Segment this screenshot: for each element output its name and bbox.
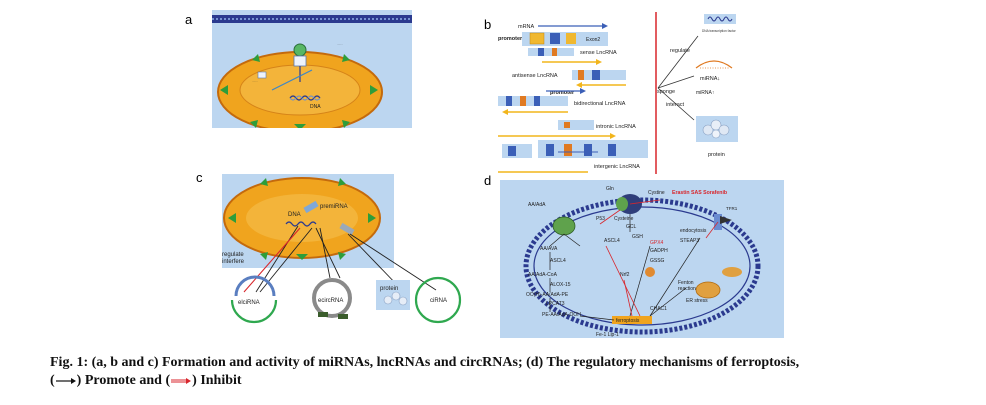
- endocytosis-label: endocytosis: [680, 228, 707, 234]
- er-stress-label: ER stress: [686, 298, 708, 304]
- marker: [296, 254, 308, 260]
- marker: [220, 85, 228, 95]
- sponge-arc: [695, 60, 733, 69]
- mrna-label: mRNA: [518, 24, 535, 30]
- aa-ada-label: AA/AdA: [528, 202, 546, 208]
- marker: [370, 85, 378, 95]
- cirna-ring: [414, 276, 462, 324]
- cysteine-label: Cysteine: [614, 216, 634, 222]
- pe-aa-label: PE-AA/AdA-OOH: [542, 312, 581, 318]
- cirna-label: ciRNA: [430, 298, 447, 304]
- regulate-label: regulate: [670, 48, 690, 54]
- gadph-label: GADPH: [650, 248, 668, 254]
- er-icon: [695, 281, 721, 299]
- ascl4-label: ASCL4: [550, 258, 566, 264]
- svg-text:.......: .......: [337, 42, 343, 46]
- nucleus: [246, 194, 358, 242]
- caption-line-1: Fig. 1: (a, b and c) Formation and activ…: [50, 355, 800, 370]
- inhibit-label: Inhibit: [200, 373, 242, 388]
- caption-line-2: () Promote and () Inhibit: [50, 373, 242, 388]
- cell-membrane: [523, 197, 761, 335]
- fer1-label: Fe-1 Lip-1: [596, 332, 619, 338]
- nrf2-label: Nrf2: [620, 272, 630, 278]
- mirna-down-label: miRNA↓: [700, 76, 720, 82]
- promote-label: Promote and: [84, 373, 162, 388]
- panel-a-letter: a: [185, 12, 193, 27]
- marker: [338, 178, 346, 186]
- marker: [342, 120, 350, 128]
- dicer-complex: [293, 43, 307, 57]
- marker: [228, 213, 236, 223]
- steap3-label: STEAP3: [680, 238, 699, 244]
- eicirna-ring: [230, 299, 278, 324]
- marker: [368, 213, 376, 223]
- gsh-label: GSH: [632, 234, 643, 240]
- cystine-top-label: Cystine: [648, 190, 665, 196]
- marker: [294, 124, 306, 128]
- gln-label: Gln: [606, 186, 614, 192]
- gpx4-label: GPX4: [650, 240, 664, 246]
- intronic-label: intronic LncRNA: [596, 124, 636, 130]
- marker: [342, 54, 350, 62]
- lpcat3-label: LPCAT3: [546, 301, 565, 307]
- panel-a-diagram: DNA ....... .......: [212, 10, 412, 128]
- ecircrna-ring: [312, 278, 352, 318]
- promote-arrow-icon: [55, 377, 76, 384]
- marker: [260, 252, 268, 260]
- alox15-label: ALOX-15: [550, 282, 571, 288]
- mirna-up-label: miRNA↑: [696, 90, 714, 96]
- ascl4-top-label: ASCL4: [604, 238, 620, 244]
- marker: [260, 178, 268, 186]
- tfr1-label: TFR1: [726, 206, 738, 211]
- dna-label: DNA: [310, 104, 321, 110]
- tf-label: DNA transcription factor: [702, 29, 737, 33]
- exon2-label: Exon2: [586, 37, 600, 43]
- antisense-label: antisense LncRNA: [512, 73, 558, 79]
- intergenic-label: intergenic LncRNA: [594, 164, 640, 170]
- ferroptosis-box: [612, 316, 652, 324]
- promoter-top-label: promoter: [498, 36, 523, 42]
- panel-b-letter: b: [484, 17, 492, 32]
- marker: [250, 120, 258, 128]
- acsl-icon: [552, 216, 576, 236]
- svg-text:.......: .......: [252, 79, 258, 83]
- aa-ava-label: AA/AVA: [540, 246, 558, 252]
- oo-ada-pe-label: OO(H)-AA/AdA-PE: [526, 292, 569, 298]
- interact-label: interact: [666, 102, 685, 108]
- ecircrna-label: ecircRNA: [318, 298, 343, 304]
- promoter-box: [529, 32, 545, 45]
- panel-d-letter: d: [484, 173, 492, 188]
- panel-c-letter: c: [196, 170, 203, 185]
- eicirna-label: elciRNA: [238, 300, 260, 306]
- premirna-label: premiRNA: [320, 204, 348, 210]
- p53-label: P53: [596, 216, 605, 222]
- panel-b-diagram: mRNA promoter Exon2 sense LncRNA antisen…: [498, 12, 738, 174]
- sense-label: sense LncRNA: [580, 50, 617, 56]
- figure-caption: Fig. 1: (a, b and c) Formation and activ…: [50, 354, 950, 390]
- sponge-label: sponge: [657, 89, 675, 95]
- ferroptosis-label: ferroptosis: [616, 318, 640, 324]
- gssg-label: GSSG: [650, 258, 665, 264]
- aa-ada-coa-label: AA/AdA-CoA: [528, 272, 558, 278]
- mitochondria-icon: [645, 267, 655, 277]
- drugs-label: Erastin SAS Sorafenib: [672, 190, 727, 196]
- gcl-label: GCL: [626, 224, 637, 230]
- dna-helix: [289, 95, 321, 101]
- panel-d-diagram: Gln Cystine Erastin SAS Sorafenib AA/AdA…: [500, 180, 784, 338]
- protein-label: protein: [380, 286, 398, 292]
- marker: [252, 54, 260, 62]
- promoter-mid-label: promoter: [550, 90, 575, 96]
- bidirectional-label: bidirectional LncRNA: [574, 101, 626, 107]
- protein-label: protein: [708, 152, 725, 158]
- inhibit-arrow-icon: [171, 377, 192, 384]
- marker: [338, 252, 346, 260]
- dna-label: DNA: [288, 212, 301, 218]
